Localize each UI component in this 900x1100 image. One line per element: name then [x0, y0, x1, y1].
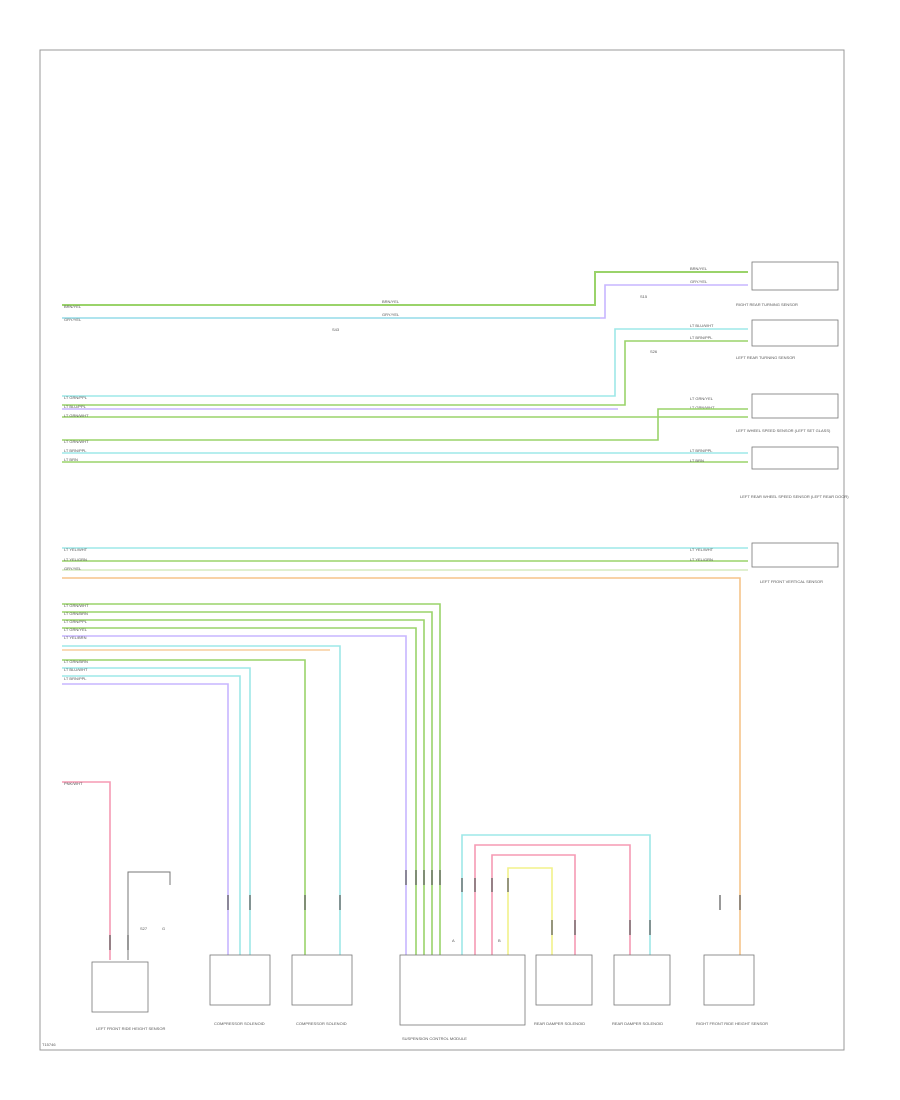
wire-label-31: LT BRN/PPL [64, 676, 87, 681]
left-wheel-speed-label: LEFT WHEEL SPEED SENSOR (LEFT SET GLASS) [736, 428, 831, 433]
suspension-module-label: SUSPENSION CONTROL MODULE [402, 1036, 467, 1041]
wire-lt-grn-wht-2 [62, 408, 748, 441]
wire-label-30: LT BLU/WHT [64, 667, 88, 672]
wire-label-9: LT GRN/PPL [64, 395, 88, 400]
wire-label-20: LT YEL/GRN [64, 557, 87, 562]
suspension-module-box [399, 954, 526, 1026]
wire-label-4: GRY/YEL [382, 312, 400, 317]
wire-label-29: LT GRN/BRN [64, 659, 88, 664]
wire-b2 [62, 611, 433, 960]
left-rear-turning-group: S26 LT BLU/WHT LT BRN/PPL LEFT REAR TURN… [62, 319, 839, 433]
wire-lt-blu-wht [62, 328, 748, 397]
connector-g: G [162, 926, 165, 931]
diagram-frame [39, 49, 845, 1051]
wire-label-19: LT YEL/WHT [64, 547, 88, 552]
wire-label-22: LT YEL/WHT [690, 547, 714, 552]
loop-pink-2 [491, 854, 576, 960]
left-rear-speed-label: LEFT REAR WHEEL SPEED SENSOR (LEFT REAR … [740, 494, 849, 499]
damper-solenoid-2-label: REAR DAMPER SOLENOID [612, 1021, 663, 1026]
wire-label-12: LT GRN/YEL [690, 396, 714, 401]
damper-solenoid-1-box [535, 954, 593, 1006]
compressor-solenoid-2-label: COMPRESSOR SOLENOID [296, 1021, 347, 1026]
wire-b6 [62, 645, 341, 960]
left-rear-wheel-group: LT GRN/WHT LT BRN/PPL LT BRN LT BRN/PPL … [62, 408, 849, 499]
wire-label-5: BRN/YEL [690, 266, 708, 271]
damper-solenoid-1-label: REAR DAMPER SOLENOID [534, 1021, 585, 1026]
wire-label-32: PNK/WHT [64, 781, 83, 786]
left-front-sensor-box [751, 542, 839, 568]
wire-b4 [62, 627, 417, 960]
damper-loops [461, 834, 651, 960]
left-front-sensor-label: LEFT FRONT VERTICAL SENSOR [760, 579, 823, 584]
wire-pnk-wht [62, 781, 111, 960]
right-rear-turning-sensor-box [751, 261, 839, 291]
wire-label-14: LT GRN/WHT [64, 439, 89, 444]
loop-cyan [461, 834, 651, 960]
wire-b3 [62, 619, 425, 960]
splice-s15: S15 [640, 294, 648, 299]
loop-pink [474, 844, 631, 960]
compressor-solenoid-2-box [291, 954, 353, 1006]
wire-label-26: LT GRN/PPL [64, 619, 88, 624]
compressor-solenoid-1-box [209, 954, 271, 1006]
connector-a: A [452, 938, 455, 943]
splice-s26: S26 [650, 349, 658, 354]
wire-label-11: LT GRN/WHT [64, 413, 89, 418]
wire-label-8: LT BRN/PPL [690, 335, 713, 340]
wire-b9 [62, 675, 241, 960]
wire-label-28: LT YEL/BRN [64, 635, 87, 640]
wire-b8 [62, 667, 251, 960]
wire-label-1: BRN/YEL [64, 304, 82, 309]
footer-code: T15746 [42, 1042, 56, 1047]
left-rear-turning-sensor-box [751, 319, 839, 347]
wire-label-15: LT BRN/PPL [64, 448, 87, 453]
wire-label-6: GRY/YEL [690, 279, 708, 284]
damper-solenoid-2-box [613, 954, 671, 1006]
wire-brn-yel [62, 271, 748, 306]
wire-label-3: BRN/YEL [382, 299, 400, 304]
splice-s27: S27 [140, 926, 148, 931]
wire-label-2: GRY/YEL [64, 317, 82, 322]
wire-label-27: LT GRN/YEL [64, 627, 88, 632]
left-front-ride-box [91, 961, 149, 1013]
wire-label-7: LT BLU/WHT [690, 323, 714, 328]
wire-b10 [62, 683, 229, 960]
wire-orange-ride [62, 577, 741, 960]
wire-b1 [62, 603, 441, 960]
wire-lt-grn-yel [62, 340, 748, 406]
compressor-solenoid-1-label: COMPRESSOR SOLENOID [214, 1021, 265, 1026]
wire-label-17: LT BRN/PPL [690, 448, 713, 453]
wire-label-21: GRY/YEL [64, 566, 82, 571]
wire-label-18: LT BRN [690, 458, 704, 463]
loop-yellow [507, 867, 553, 960]
wire-label-16: LT BRN [64, 457, 78, 462]
left-front-sensor-group: LT YEL/WHT LT YEL/GRN GRY/YEL LT YEL/WHT… [62, 542, 839, 960]
left-rear-speed-box [751, 446, 839, 470]
ground-wire [127, 871, 171, 960]
wire-b5 [62, 635, 407, 960]
lower-bundle: LT GRN/WHT LT GRN/BRN LT GRN/PPL LT GRN/… [62, 603, 441, 960]
wire-label-13: LT GRN/WHT [690, 405, 715, 410]
wire-label-25: LT GRN/BRN [64, 611, 88, 616]
wire-label-10: LT BLU/PPL [64, 404, 87, 409]
wire-b7 [62, 659, 306, 960]
top-right-group: BRN/YEL GRY/YEL BRN/YEL GRY/YEL BRN/YEL … [62, 261, 839, 332]
wire-gry-yel [62, 284, 748, 319]
splice-s43: S43 [332, 327, 340, 332]
wire-label-24: LT GRN/WHT [64, 603, 89, 608]
connector-b: B [498, 938, 501, 943]
wire-label-23: LT YEL/GRN [690, 557, 713, 562]
right-front-ride-box [703, 954, 755, 1006]
left-rear-turning-sensor-label: LEFT REAR TURNING SENSOR [736, 355, 795, 360]
pin-stubs [109, 870, 741, 950]
left-front-ride-label: LEFT FRONT RIDE HEIGHT SENSOR [96, 1026, 165, 1031]
right-rear-turning-sensor-label: RIGHT REAR TURNING SENSOR [736, 302, 798, 307]
right-front-ride-label: RIGHT FRONT RIDE HEIGHT SENSOR [696, 1021, 768, 1026]
bottom-components: LEFT FRONT RIDE HEIGHT SENSOR G COMPRESS… [91, 926, 768, 1041]
left-wheel-speed-box [751, 393, 839, 419]
pink-wire-group: PNK/WHT S27 [62, 781, 171, 960]
